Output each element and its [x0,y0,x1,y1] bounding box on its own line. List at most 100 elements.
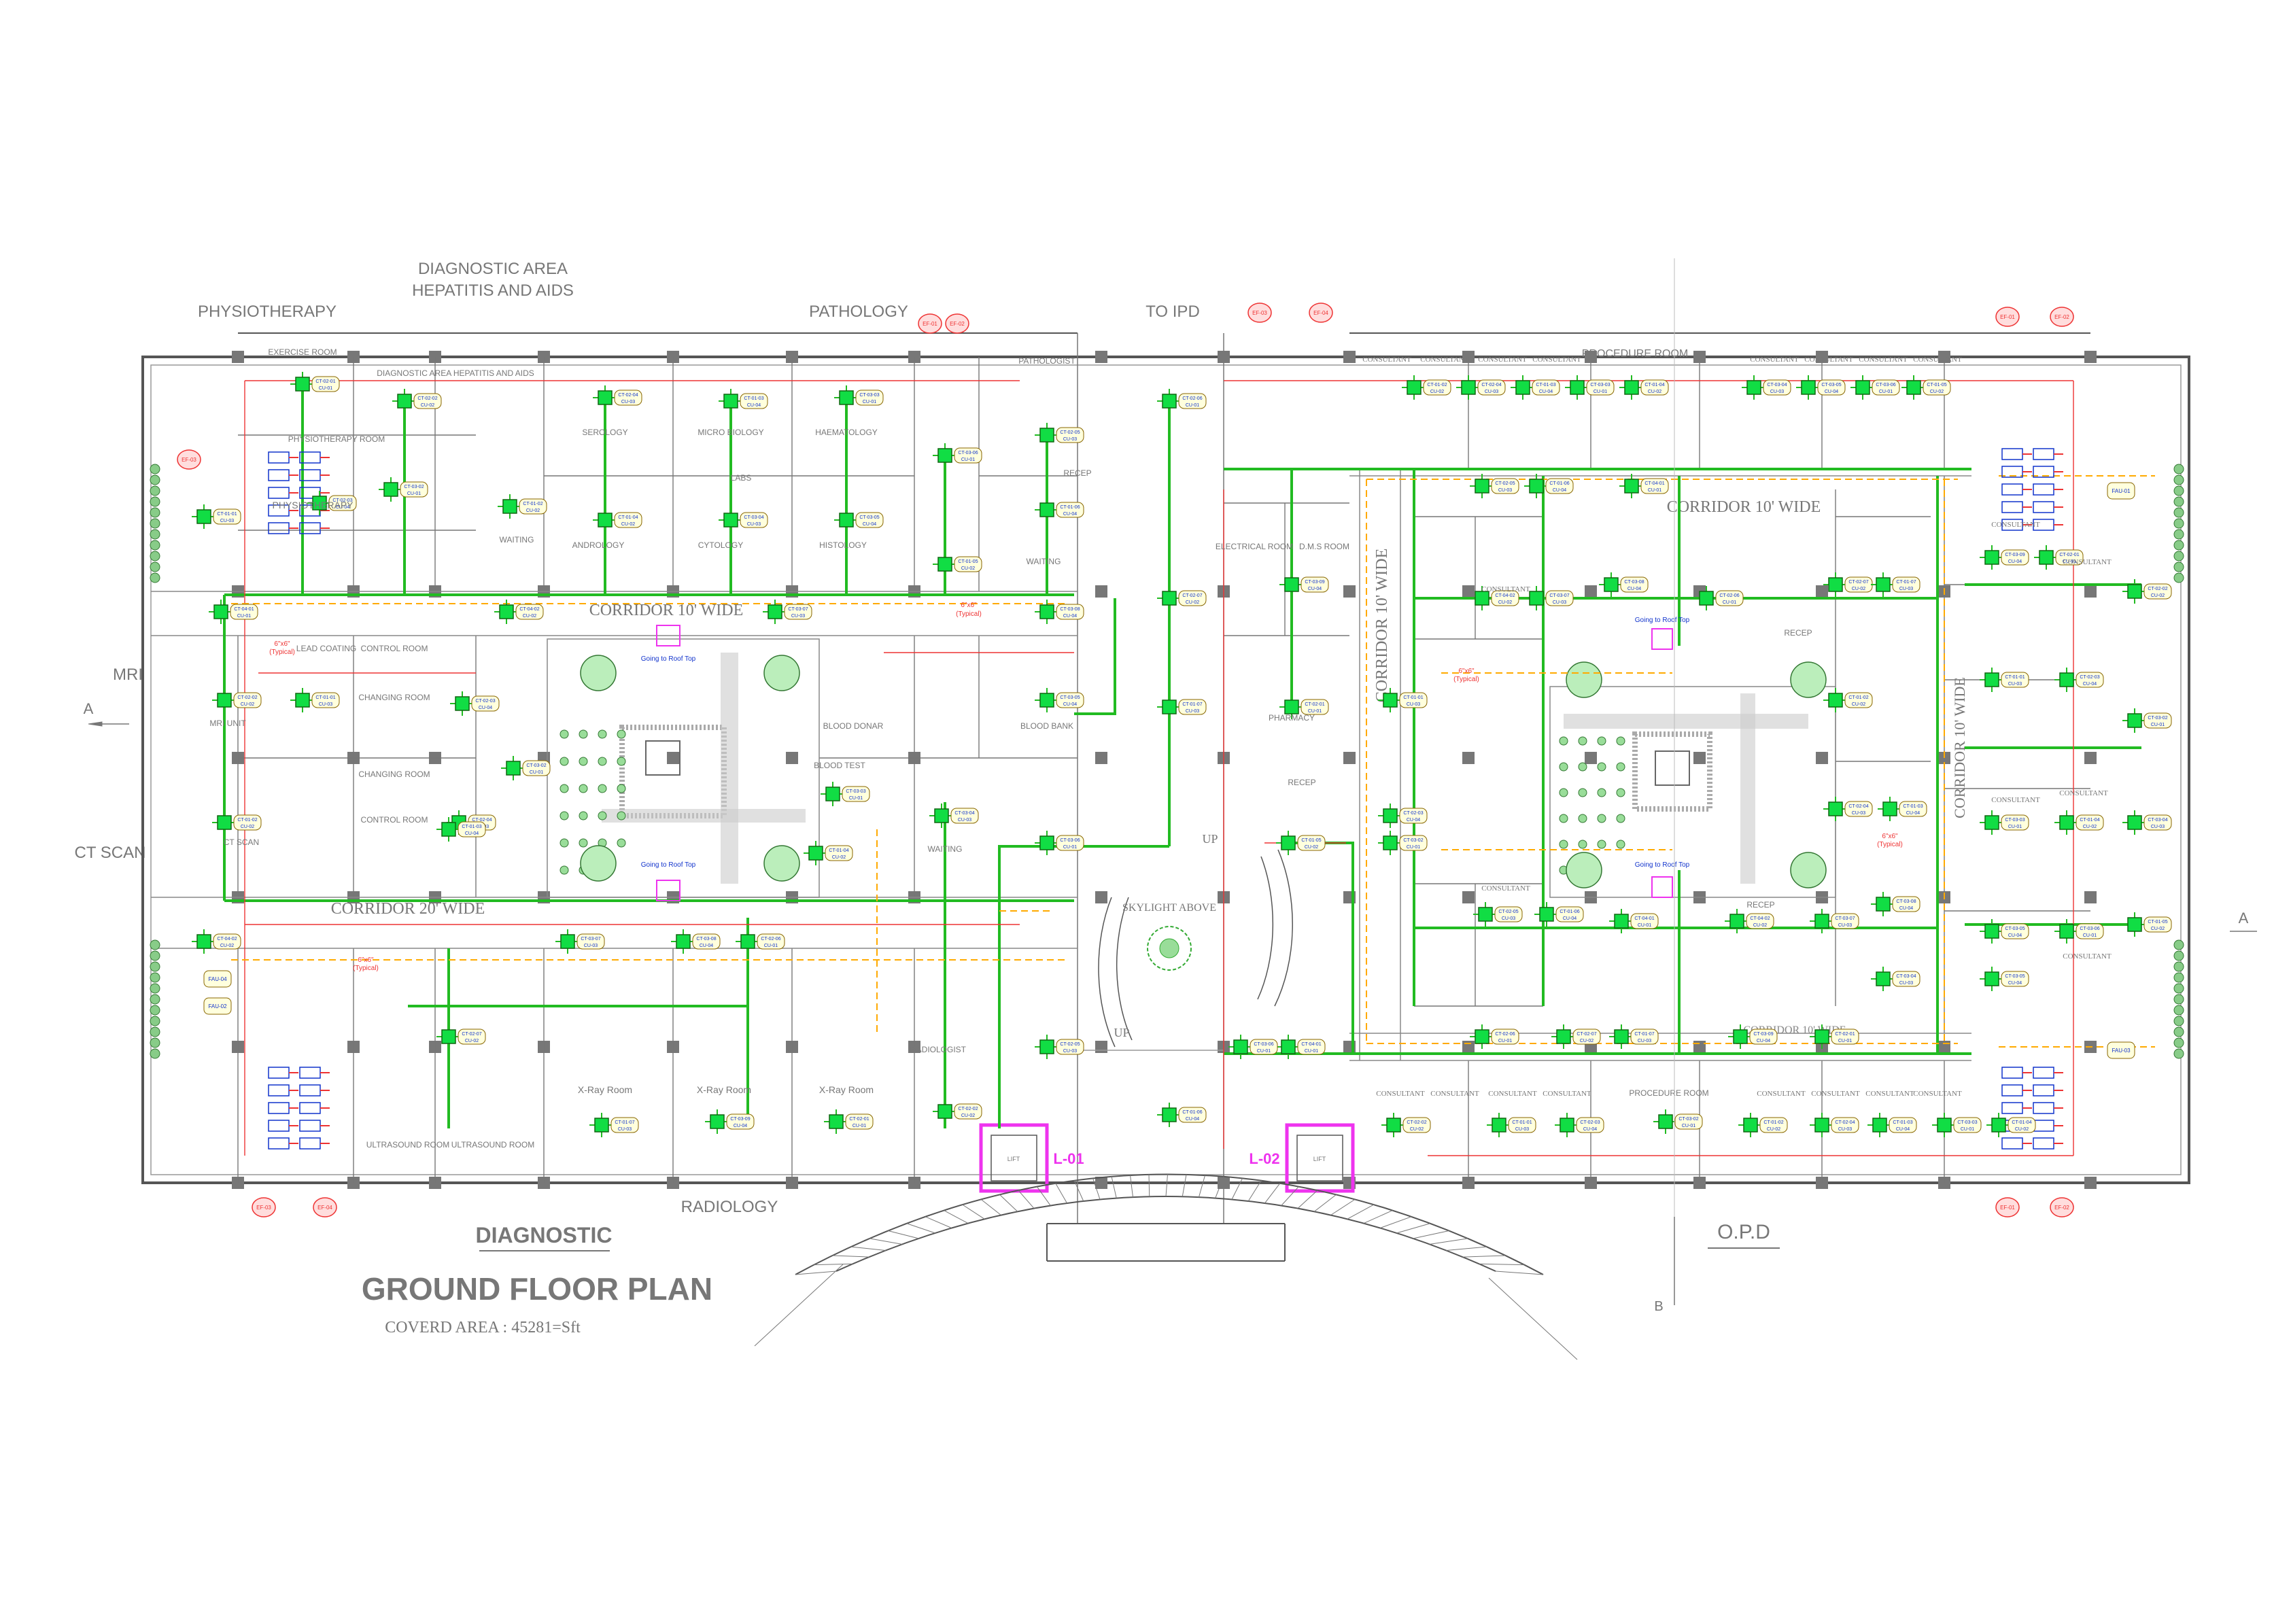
shrub [617,729,626,739]
shrub [617,784,626,793]
unit-tag-box [1178,1107,1207,1123]
shrub [1559,840,1568,849]
indoor-unit [560,934,575,949]
lead-coating-label: LEAD COATING [296,644,356,653]
unit-cu-tag: CU-04 [1896,1127,1910,1132]
consultant-label: CONSULTANT [1478,356,1527,364]
unit-ct-tag: CT-03-09 [730,1117,750,1122]
indoor-unit [499,604,514,619]
canopy-ribs [795,1174,1544,1275]
indoor-unit [1828,801,1843,816]
indoor-unit [1814,914,1829,929]
unit-ct-tag: CT-02-04 [1835,1120,1855,1125]
unit-cu-tag: CU-03 [1899,981,1913,986]
indoor-unit [1984,815,1999,830]
indoor-unit [196,934,211,949]
fau-label: FAU-03 [2112,1048,2131,1054]
indoor-unit [1162,1107,1177,1122]
consultant-label: CONSULTANT [1913,356,1962,364]
planter [580,845,617,882]
shrub [1559,788,1568,797]
unit-ct-tag: CT-03-08 [696,937,716,941]
unit-ct-tag: CT-03-02 [404,485,424,489]
indoor-unit [937,557,952,572]
unit-tag-box [954,1103,982,1120]
unit-ct-tag: CT-04-01 [234,607,254,612]
unit-tag-box [2075,814,2104,831]
unit-cu-tag: CU-03 [1852,811,1865,816]
unit-cu-tag: CU-01 [407,491,421,496]
indoor-unit [506,761,521,776]
unit-tag-box [1831,1117,1859,1133]
cytology-label: CYTOLOGY [698,540,743,550]
unit-ct-tag: CT-03-02 [1403,838,1423,843]
indoor-unit [1560,1118,1574,1133]
right-courtyard [1549,686,1836,898]
unit-ct-tag: CT-02-07 [1848,580,1868,585]
ultrasound-room-label-1: ULTRASOUND ROOM [366,1140,449,1150]
indoor-unit [676,934,691,949]
column [1462,585,1475,598]
unit-ct-tag: CT-03-04 [2148,818,2167,823]
column [1462,1041,1475,1053]
diagnostic-area-label-1: DIAGNOSTIC AREA [418,260,568,278]
indoor-unit [1475,1029,1489,1044]
size-tag-4: 6"x6" [1882,833,1898,840]
section-marker-a-left: A [84,700,94,717]
column [1462,891,1475,903]
canopy-rib [944,1210,969,1224]
shrub [559,729,569,739]
unit-tag-box [1831,913,1859,929]
shrub [1578,736,1587,746]
indoor-unit [295,377,310,392]
indoor-unit [1801,380,1816,395]
unit-cu-tag: CU-01 [1648,488,1661,493]
canopy-rib [1018,1190,1035,1209]
unit-ct-tag: CT-03-03 [1957,1120,1977,1125]
unit-cu-tag: CU-02 [241,702,254,707]
canopy-rib [1462,1255,1506,1258]
planter [763,655,800,691]
unit-cu-tag: CU-01 [961,457,975,462]
unit-ct-tag: CT-01-01 [2005,675,2025,680]
unit-tag-box [1640,478,1669,494]
unit-ct-tag: CT-02-07 [1182,593,1202,598]
shrub [1616,736,1625,746]
indoor-unit [1529,591,1544,606]
column [1938,1041,1950,1053]
consultant-label: CONSULTANT [1481,585,1530,593]
indoor-unit [1407,380,1422,395]
indoor-unit [1604,577,1619,592]
exhaust-fan-label: EF-01 [2000,314,2015,320]
unit-tag-box [1297,1039,1326,1055]
shrub [1597,736,1606,746]
indoor-unit [1570,380,1585,395]
to-ipd-label: TO IPD [1146,303,1200,321]
unit-cu-tag: CU-04 [1186,1117,1199,1122]
unit-tag-box [576,933,605,950]
unit-ct-tag: CT-03-09 [2005,553,2025,557]
indoor-unit [1556,1029,1571,1044]
shrub [150,464,160,474]
unit-cu-tag: CU-02 [1753,923,1767,928]
indoor-unit [1984,924,1999,939]
unit-tag-box [1402,1117,1431,1133]
column [2084,752,2097,764]
unit-cu-tag: CU-04 [1563,916,1577,921]
unit-tag-box [1250,1039,1278,1055]
shrub [559,757,569,766]
shrub [1597,788,1606,797]
unit-ct-tag: CT-02-02 [237,695,257,700]
unit-cu-tag: CU-03 [2151,825,2165,829]
unit-cu-tag: CU-01 [764,944,778,948]
indoor-unit [1281,1039,1296,1054]
unit-tag-box [1572,1029,1601,1045]
planter [1566,661,1602,698]
unit-ct-tag: CT-03-08 [1896,899,1916,904]
pharmacy-label: PHARMACY [1269,713,1315,723]
unit-ct-tag: CT-02-01 [2059,553,2079,557]
indoor-unit [312,496,327,511]
unit-tag-box [2055,549,2084,566]
unit-tag-box [1494,906,1523,922]
